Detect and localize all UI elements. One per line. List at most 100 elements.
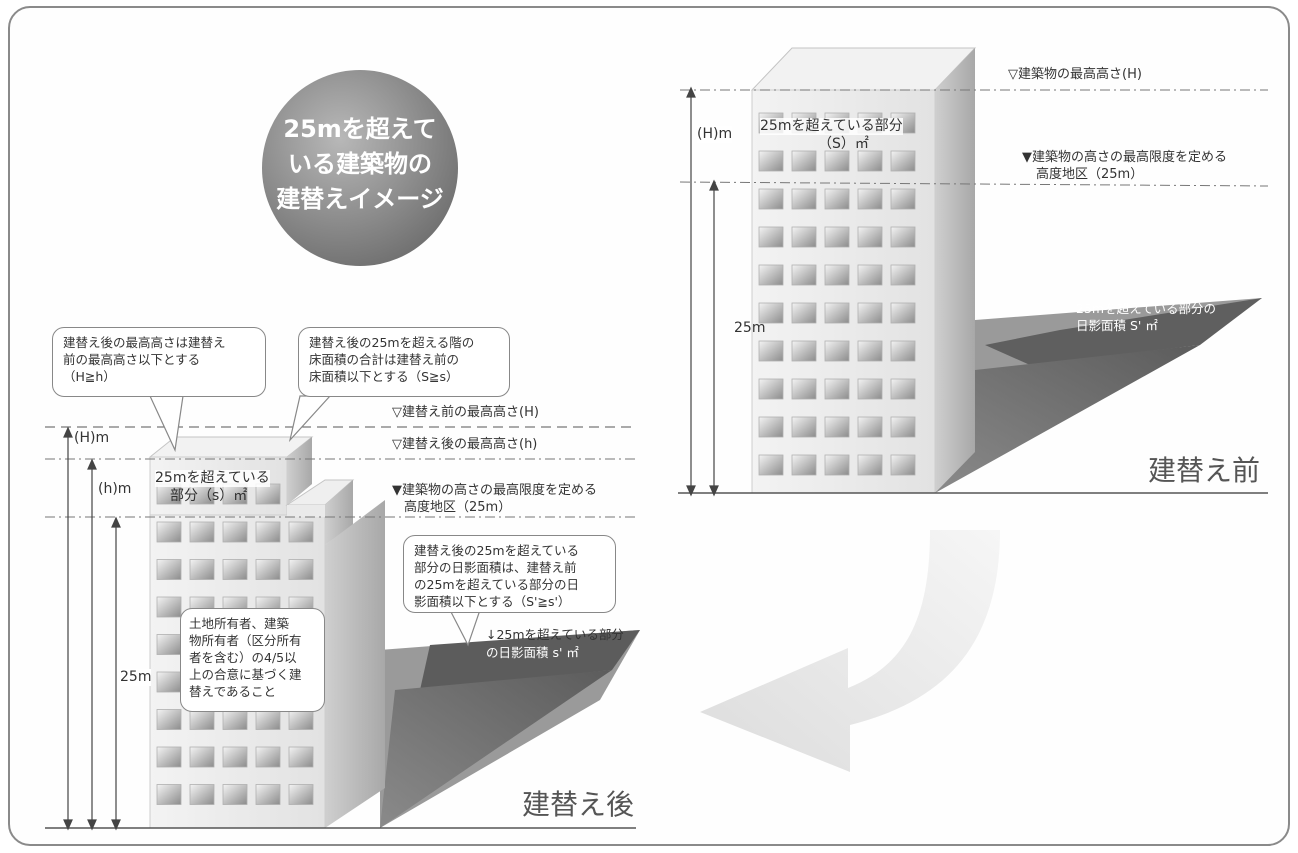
after-window [255, 709, 281, 730]
callout-max-height-line-3: （H≧h） [63, 369, 116, 384]
after-window [189, 521, 215, 543]
after-exceed-part-2: 部分（s）㎡ [170, 488, 248, 504]
after-window [189, 709, 215, 730]
after-shadow-2: の日影面積 s' ㎡ [486, 645, 579, 660]
after-window [156, 521, 182, 543]
before-window [758, 302, 784, 324]
before-window [824, 188, 850, 210]
after-window [288, 709, 314, 730]
before-window [791, 340, 817, 362]
after-shadow-1: ↓25mを超えている部分 [486, 627, 624, 642]
after-window [189, 559, 215, 580]
before-limit-label-2: 高度地区（25m） [1036, 167, 1144, 182]
before-window [791, 302, 817, 324]
before-window [758, 150, 784, 172]
after-window [288, 559, 314, 580]
after-window [189, 746, 215, 768]
after-shadow [380, 630, 640, 828]
before-window [890, 454, 916, 476]
callout-consent-line-4: 上の合意に基づく建 [189, 667, 302, 682]
after-window [156, 709, 182, 730]
after-height-h: (h)m [98, 481, 132, 497]
callout-shadow-area-line-4: 影面積以下とする（S'≧s'） [414, 594, 571, 609]
after-before-max-label: ▽建替え前の最高高さ(H) [392, 405, 539, 420]
after-window [156, 559, 182, 580]
before-window [890, 302, 916, 324]
after-limit-label-1: ▼建築物の高さの最高限度を定める [392, 483, 597, 498]
after-window [255, 521, 281, 543]
before-height-25: 25m [734, 320, 766, 336]
after-window [189, 784, 215, 805]
before-window [824, 264, 850, 286]
after-window [222, 746, 248, 768]
callout-shadow-area: 建替え後の25mを超えている 部分の日影面積は、建替え前 の25mを超えている部… [403, 535, 616, 613]
before-title: 建替え前 [1148, 454, 1261, 487]
after-window [156, 746, 182, 768]
before-shadow-1: 25mを超えている部分の [1076, 301, 1216, 316]
before-window [857, 188, 883, 210]
after-window [288, 784, 314, 805]
callout-shadow-area-line-1: 建替え後の25mを超えている [414, 543, 579, 558]
after-window [222, 784, 248, 805]
before-max-height-label: ▽建築物の最高高さ(H) [1008, 67, 1142, 82]
callout-shadow-area-line-2: 部分の日影面積は、建替え前 [414, 560, 577, 575]
after-max-label: ▽建替え後の最高高さ(h) [392, 437, 538, 452]
before-window [890, 150, 916, 172]
after-height-25: 25m [120, 669, 152, 686]
before-limit-label-1: ▼建築物の高さの最高限度を定める [1022, 150, 1227, 165]
callout-floor-area-line-3: 床面積以下とする（S≧s） [309, 369, 459, 384]
before-limit-line [679, 181, 1269, 187]
callout-shadow-area-line-3: の25mを超えている部分の日 [414, 577, 579, 592]
badge-line-3: 建替えイメージ [276, 185, 444, 213]
after-window [156, 671, 182, 693]
before-window [890, 340, 916, 362]
before-window [890, 188, 916, 210]
callout-consent-line-1: 土地所有者、建築 [189, 616, 290, 631]
callout-floor-area-line-1: 建替え後の25mを超える階の [309, 335, 475, 350]
callout-consent-line-5: 替えであること [189, 684, 277, 699]
before-shadow-2: 日影面積 S' ㎡ [1076, 318, 1158, 333]
callout-floor-area: 建替え後の25mを超える階の 床面積の合計は建替え前の 床面積以下とする（S≧s… [298, 327, 510, 397]
after-window [255, 746, 281, 768]
after-window [288, 521, 314, 543]
after-window [288, 746, 314, 768]
before-window [758, 226, 784, 248]
callout-max-height: 建替え後の最高高さは建替え 前の最高高さ以下とする （H≧h） [52, 327, 266, 397]
after-window [255, 559, 281, 580]
before-window [791, 188, 817, 210]
after-upper-window [255, 483, 281, 505]
before-window [824, 150, 850, 172]
after-window [222, 559, 248, 580]
before-window [791, 264, 817, 286]
before-window [857, 226, 883, 248]
before-window [758, 378, 784, 400]
callout-consent: 土地所有者、建築 物所有者（区分所有 者を含む）の4/5以 上の合意に基づく建 … [180, 608, 325, 712]
before-exceed-part-2: （S）㎡ [818, 136, 869, 152]
before-window [791, 150, 817, 172]
callout-consent-line-2: 物所有者（区分所有 [189, 633, 302, 648]
before-window [758, 188, 784, 210]
transition-arrow [700, 530, 1000, 772]
before-window [758, 416, 784, 438]
before-window [824, 454, 850, 476]
after-window [222, 709, 248, 730]
before-window [824, 340, 850, 362]
before-window [758, 340, 784, 362]
callout-max-height-line-1: 建替え後の最高高さは建替え [63, 335, 226, 350]
before-window [791, 226, 817, 248]
after-dimension-arrows [63, 426, 121, 831]
before-window [857, 264, 883, 286]
before-window [824, 226, 850, 248]
before-window [791, 454, 817, 476]
before-exceed-part-1: 25mを超えている部分 [760, 118, 903, 135]
before-window [791, 416, 817, 438]
before-height-H: (H)m [697, 126, 733, 143]
before-window [890, 226, 916, 248]
after-window [156, 596, 182, 618]
after-window [255, 784, 281, 805]
before-window [857, 378, 883, 400]
after-limit-label-2: 高度地区（25m） [404, 500, 512, 515]
before-window [824, 302, 850, 324]
